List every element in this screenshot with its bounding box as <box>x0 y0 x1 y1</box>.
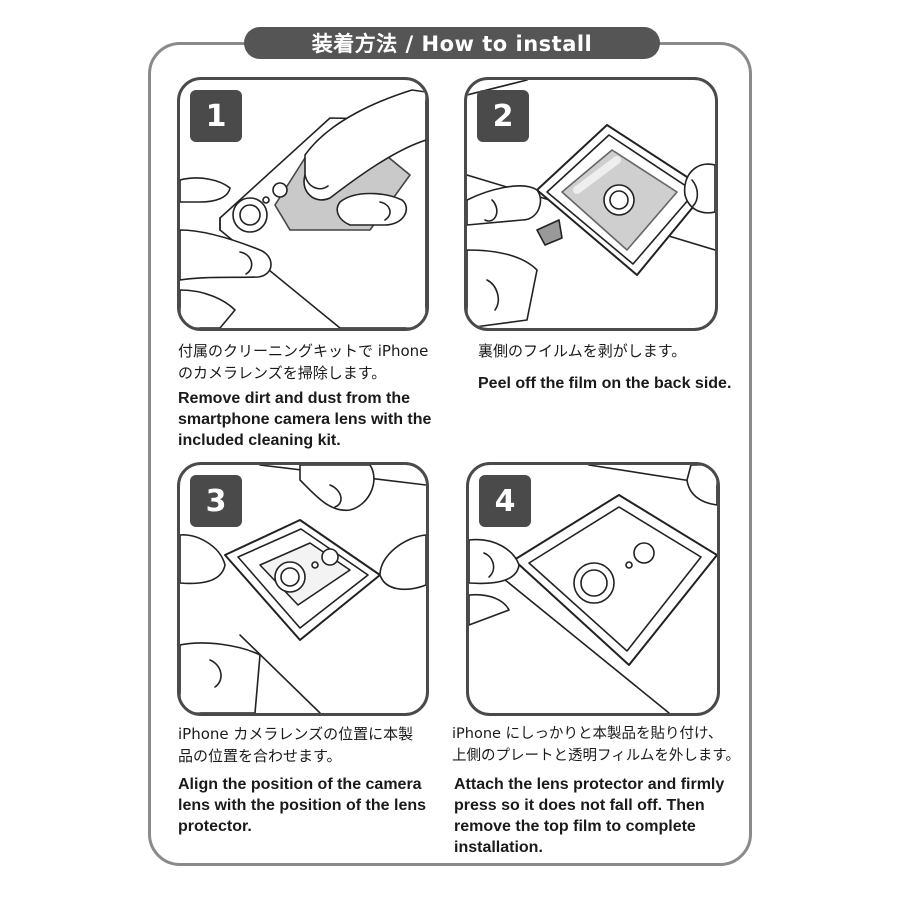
step-1-illustration: 1 <box>177 77 429 331</box>
step-1-jp-text: 付属のクリーニングキットで iPhone のカメラレンズを掃除します。 <box>178 342 429 382</box>
step-3-en-text: Align the position of the camera lens wi… <box>178 776 427 835</box>
page-title: 装着方法 / How to install <box>244 27 660 59</box>
step-4-en-text: Attach the lens protector and firmly pre… <box>454 776 725 856</box>
step-3-jp-text: iPhone カメラレンズの位置に本製 品の位置を合わせます。 <box>178 725 414 765</box>
peel-film-illustration <box>467 80 715 328</box>
step-2-jp-text: 裏側のフイルムを剥がします。 <box>478 342 687 360</box>
step-4-jp-text: iPhone にしっかりと本製品を貼り付け、 上側のプレートと透明フィルムを外し… <box>452 726 740 764</box>
attach-protector-illustration <box>469 465 717 713</box>
step-2-en-text: Peel off the film on the back side. <box>478 375 732 392</box>
step-1-en-text: Remove dirt and dust from the smartphone… <box>178 390 432 449</box>
step-4-illustration: 4 <box>466 462 720 716</box>
step-2-badge: 2 <box>477 90 529 142</box>
cleaning-illustration <box>180 89 426 328</box>
step-1-badge: 1 <box>190 90 242 142</box>
step-2-illustration: 2 <box>464 77 718 331</box>
step-3-illustration: 3 <box>177 462 429 716</box>
step-3-badge: 3 <box>190 475 242 527</box>
step-4-badge: 4 <box>479 475 531 527</box>
align-lens-illustration <box>180 465 426 713</box>
